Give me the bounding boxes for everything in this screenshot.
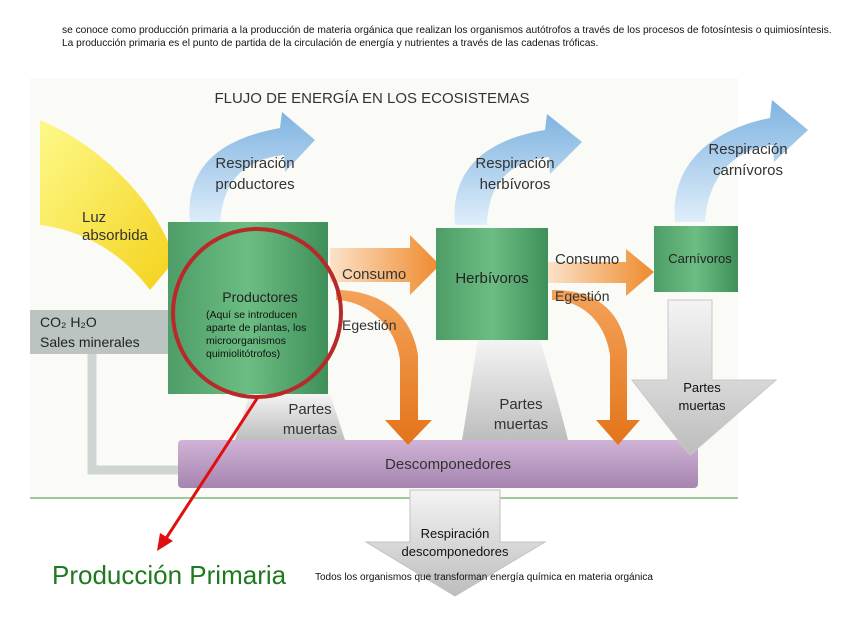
- productores-note-2: aparte de plantas, los: [206, 322, 306, 334]
- carnivoros-box: [654, 226, 738, 292]
- luz-label-2: absorbida: [82, 227, 149, 244]
- herbivoros-box: [436, 228, 548, 340]
- partes-muertas-arrow-3: [630, 299, 778, 456]
- productores-label: Productores: [222, 289, 297, 305]
- descomponedores-bar: [178, 440, 698, 488]
- resp-productores-label-1: Respiración: [215, 155, 294, 172]
- consumo-arrow-1: [330, 235, 440, 295]
- partes-muertas-1-line-2: muertas: [283, 421, 337, 438]
- partes-muertas-3-line-1: Partes: [683, 380, 721, 395]
- productores-note-3: microorganismos: [206, 335, 286, 347]
- footer-title: Producción Primaria: [52, 560, 287, 590]
- resp-herbivoros-label-2: herbívoros: [480, 176, 551, 193]
- partes-muertas-2-line-2: muertas: [494, 416, 548, 433]
- light-arrow: [40, 120, 175, 290]
- resp-carnivoros-label-1: Respiración: [708, 141, 787, 158]
- consumo-label-1: Consumo: [342, 266, 406, 283]
- resp-descomponedores-arrow: [364, 489, 547, 597]
- consumo-arrow-2: [548, 249, 654, 296]
- productores-box: [168, 222, 328, 394]
- co2-label: CO₂ H₂O: [40, 314, 97, 330]
- partes-muertas-2-line-1: Partes: [499, 396, 542, 413]
- pointer-arrow-line: [163, 396, 260, 541]
- footer-description: Todos los organismos que transforman ene…: [315, 572, 653, 583]
- nutrients-return-line: [87, 354, 180, 475]
- sales-label: Sales minerales: [40, 334, 140, 350]
- resp-carnivoros-label-2: carnívoros: [713, 162, 783, 179]
- partes-muertas-arrow-2: [462, 340, 568, 440]
- consumo-label-2: Consumo: [555, 251, 619, 268]
- luz-label-1: Luz: [82, 209, 106, 226]
- partes-muertas-3-line-2: muertas: [679, 398, 726, 413]
- herbivoros-label: Herbívoros: [455, 270, 528, 287]
- partes-muertas-arrow-1: [235, 394, 345, 440]
- pointer-arrow-head: [157, 533, 173, 551]
- resp-productores-label-2: productores: [215, 176, 294, 193]
- diagram-title: FLUJO DE ENERGÍA EN LOS ECOSISTEMAS: [214, 90, 529, 107]
- resp-descomponedores-label-1: Respiración: [421, 526, 490, 541]
- egestion-label-1: Egestión: [342, 317, 396, 333]
- resp-carnivoros-arrow: [674, 100, 808, 222]
- resp-productores-arrow: [189, 112, 315, 225]
- carnivoros-label: Carnívoros: [668, 251, 732, 266]
- productores-note-1: (Aquí se introducen: [206, 309, 297, 321]
- descomponedores-label: Descomponedores: [385, 456, 511, 473]
- nutrients-input-bar: [30, 310, 180, 354]
- intro-paragraph: se conoce como producción primaria a la …: [62, 25, 832, 49]
- partes-muertas-1-line-1: Partes: [288, 401, 331, 418]
- resp-herbivoros-arrow: [454, 114, 582, 225]
- egestion-arrow-2: [552, 290, 640, 445]
- resp-descomponedores-label-2: descomponedores: [402, 544, 509, 559]
- productores-note-4: quimiolitótrofos): [206, 348, 280, 360]
- egestion-arrow-1: [336, 290, 432, 445]
- egestion-label-2: Egestión: [555, 288, 609, 304]
- resp-herbivoros-label-1: Respiración: [475, 155, 554, 172]
